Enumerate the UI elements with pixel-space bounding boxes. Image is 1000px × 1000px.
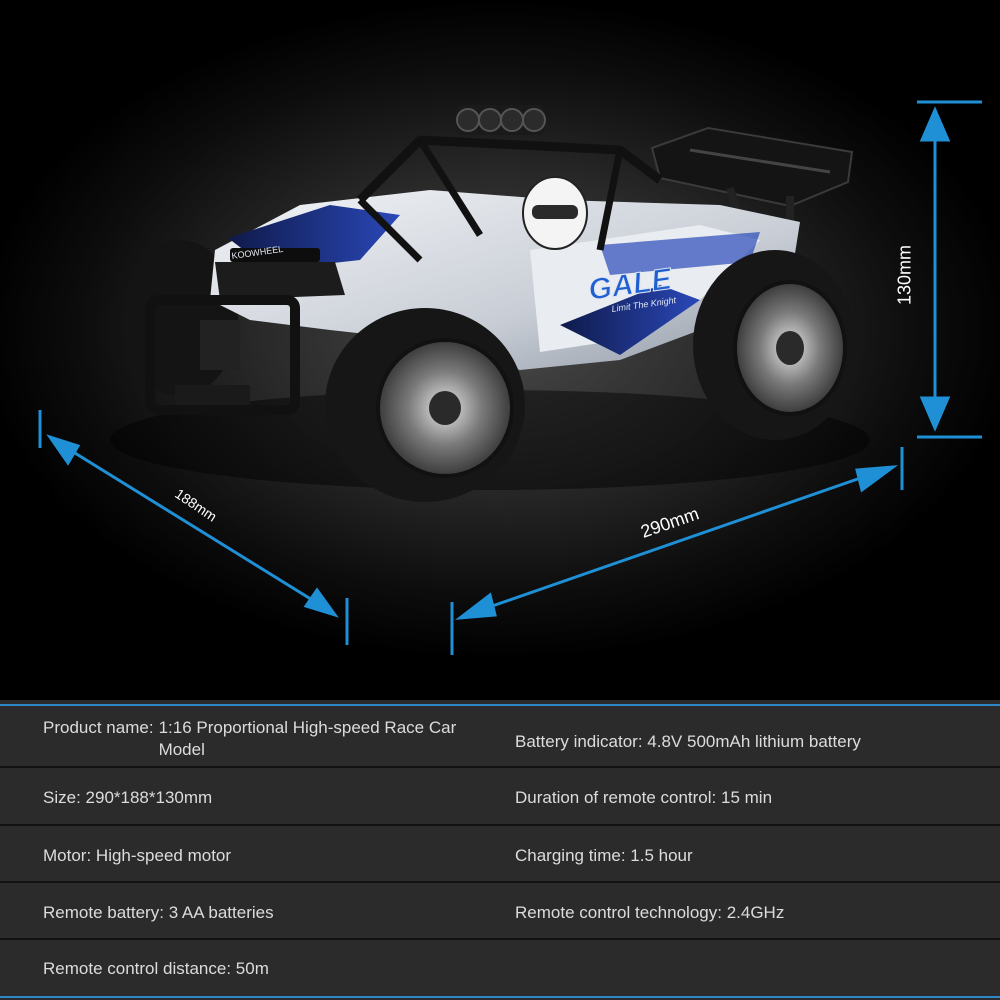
spec-row-divider [0,938,1000,940]
specifications-table: Product name: 1:16 Proportional High-spe… [0,700,1000,1000]
spec-value: 1:16 Proportional High-speed Race Car Mo… [158,718,457,759]
spec-remote-distance: Remote control distance: 50m [43,958,269,980]
rear-tire [693,250,857,440]
spec-value: 1.5 hour [630,846,693,865]
spec-motor: Motor: High-speed motor [43,845,231,867]
spec-label: Motor: [43,846,92,865]
spec-value: 2.4GHz [726,903,785,922]
front-tire [325,308,525,502]
spec-value: 290*188*130mm [85,788,213,807]
spec-value: 50m [235,959,269,978]
spec-label: Duration of remote control: [515,788,717,807]
spec-remote-duration: Duration of remote control: 15 min [515,787,772,809]
rc-car-illustration: KOOWHEEL GALE Limit The Knight [38,100,982,655]
spec-remote-technology: Remote control technology: 2.4GHz [515,902,784,924]
spec-bottom-accent-line [0,996,1000,998]
front-bumper [145,295,300,415]
spec-row-divider [0,881,1000,883]
width-dimension-arrow [38,410,349,645]
spec-battery-indicator: Battery indicator: 4.8V 500mAh lithium b… [515,731,861,753]
spec-label: Charging time: [515,846,626,865]
spec-charging-time: Charging time: 1.5 hour [515,845,693,867]
spec-value: 15 min [721,788,773,807]
spec-top-accent-line [0,704,1000,706]
height-dimension-arrow [917,100,982,439]
spec-value: 3 AA batteries [168,903,274,922]
spec-value: 4.8V 500mAh lithium battery [647,732,861,751]
height-dimension-label: 130mm [894,244,915,306]
spec-label: Remote control distance: [43,959,232,978]
spec-label: Remote battery: [43,903,164,922]
spec-label: Battery indicator: [515,732,643,751]
length-dimension-arrow [450,447,904,655]
spec-label: Remote control technology: [515,903,722,922]
rear-spoiler [650,126,854,235]
car-body [210,105,800,370]
spec-product-name: Product name: 1:16 Proportional High-spe… [43,717,513,761]
spec-label: Product name: [43,718,154,737]
spec-row-divider [0,824,1000,826]
spec-value: High-speed motor [95,846,232,865]
spec-size: Size: 290*188*130mm [43,787,212,809]
spec-remote-battery: Remote battery: 3 AA batteries [43,902,274,924]
spec-label: Size: [43,788,81,807]
spec-row-divider [0,766,1000,768]
